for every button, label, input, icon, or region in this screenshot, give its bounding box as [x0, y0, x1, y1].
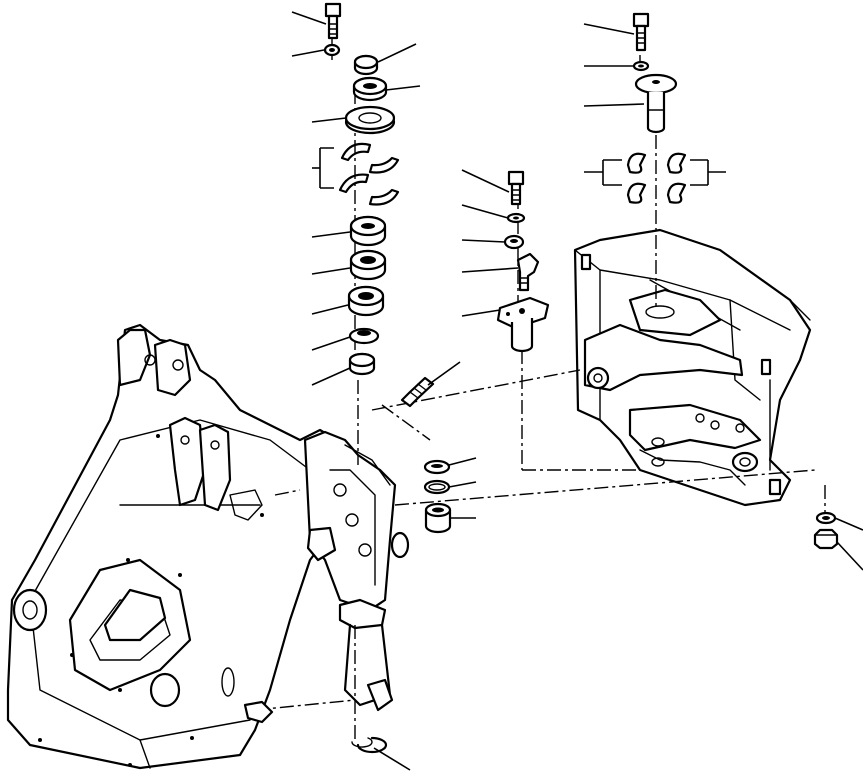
- split-ring-icon: [319, 142, 400, 206]
- bearing-icon: [352, 76, 388, 102]
- cap-icon: [348, 352, 376, 376]
- cap-icon: [353, 54, 379, 76]
- seal-icon: [348, 327, 380, 345]
- bolt-icon: [632, 12, 650, 52]
- leader-lines: [291, 11, 863, 771]
- washer-icon: [323, 43, 341, 57]
- pin-icon: [634, 73, 678, 134]
- snap-ring-icon: [351, 736, 388, 754]
- retainer-plate-icon: [496, 296, 550, 353]
- bracket-icon: [243, 700, 274, 724]
- bushing-icon: [424, 502, 452, 534]
- lower-parts: [243, 459, 839, 754]
- collar-icon: [503, 234, 525, 250]
- elbow-fitting-icon: [516, 252, 540, 292]
- bolt-icon: [507, 170, 525, 206]
- upper-pin-stack: [319, 2, 435, 408]
- assembly-centerlines: [254, 30, 826, 740]
- seal-icon: [344, 105, 396, 135]
- right-pin-stack: [602, 12, 709, 204]
- bolt-icon: [324, 2, 342, 40]
- front-frame: [6, 323, 410, 770]
- retainer-stack: [496, 170, 550, 353]
- snap-ring-icon: [423, 479, 451, 495]
- grease-fitting-icon: [400, 376, 435, 408]
- bearing-icon: [349, 249, 387, 281]
- rear-frame: [573, 228, 812, 507]
- washer-icon: [506, 212, 526, 224]
- shim-icon: [423, 459, 451, 475]
- bushing-icon: [347, 285, 385, 317]
- spacer-icon: [349, 215, 387, 247]
- washer-icon: [632, 60, 650, 72]
- washer-icon: [815, 511, 837, 525]
- nut-icon: [813, 528, 839, 550]
